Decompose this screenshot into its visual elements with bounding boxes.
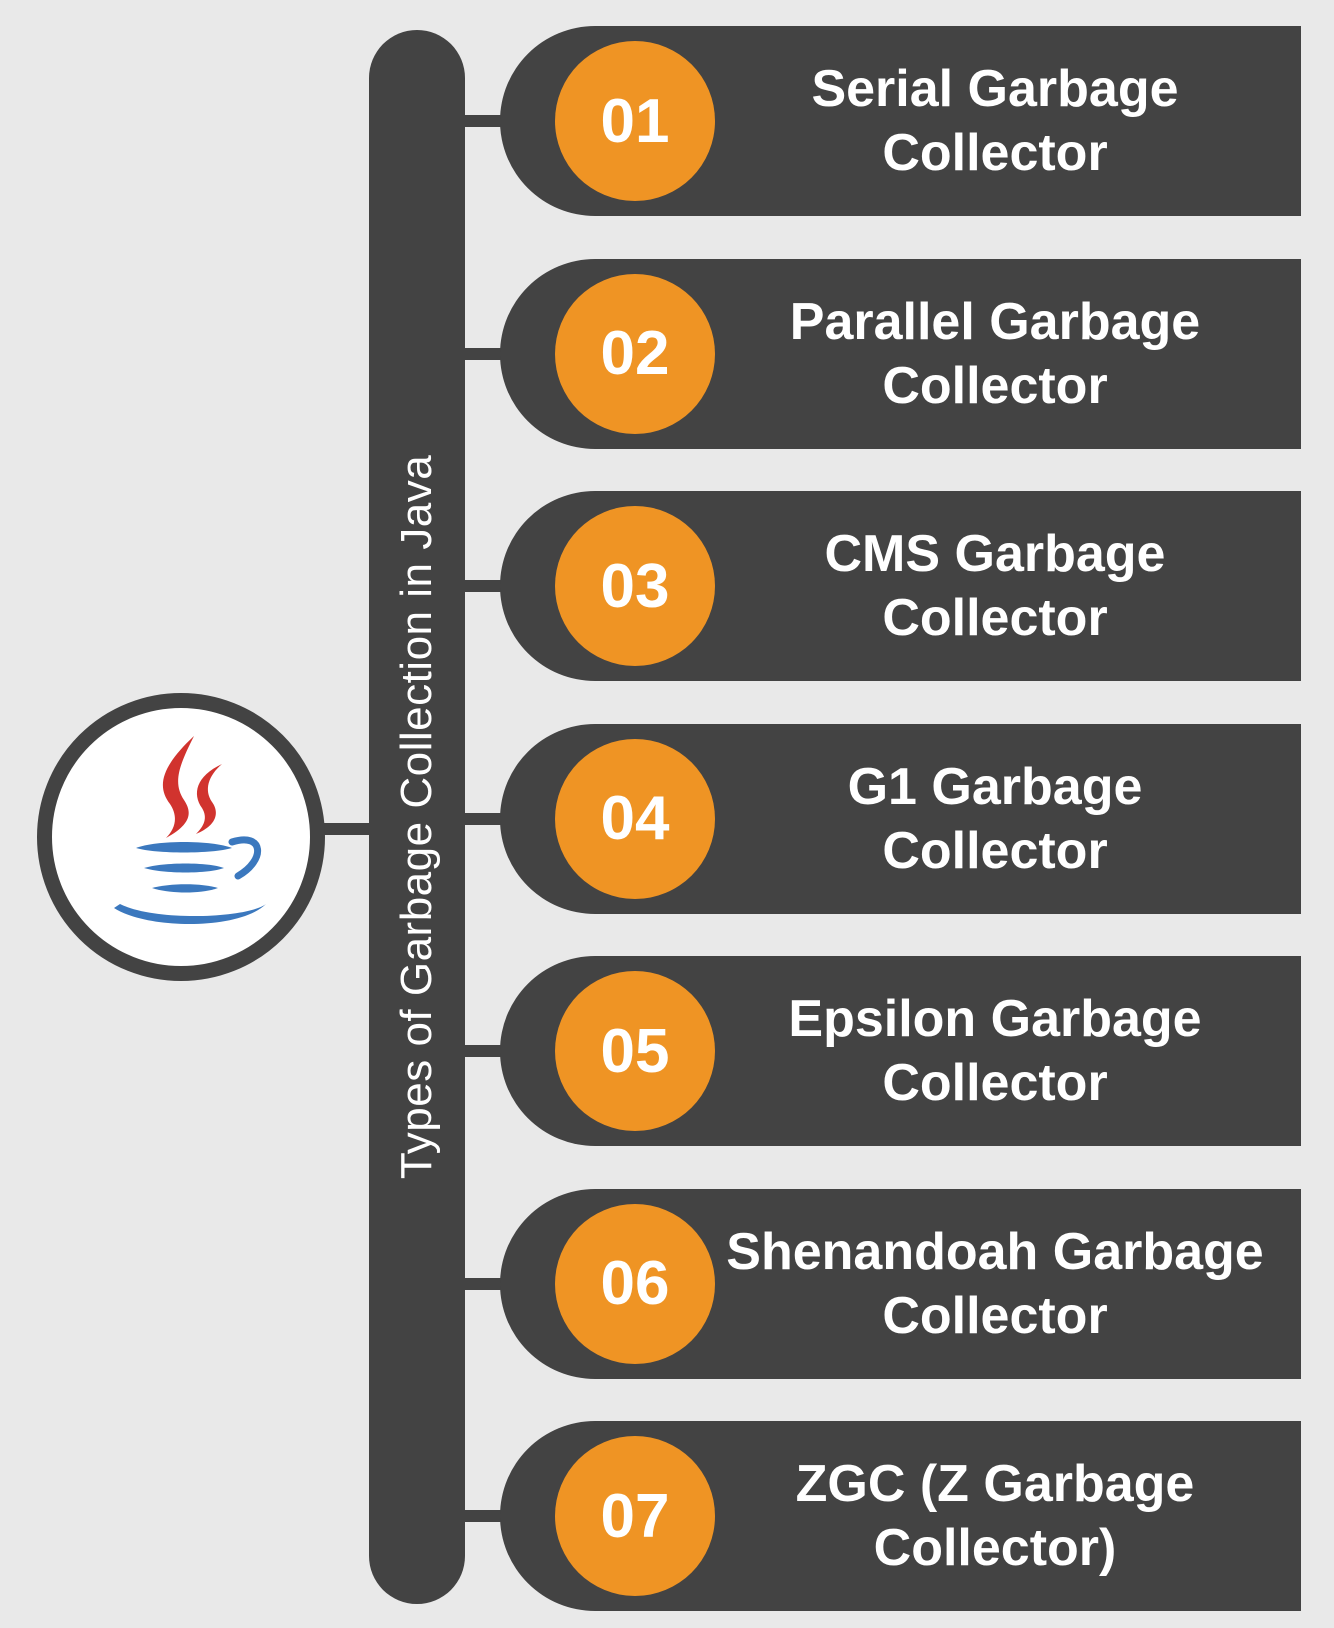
item-label-line-1: ZGC (Z Garbage bbox=[795, 1455, 1195, 1513]
item-number-badge: 03 bbox=[555, 506, 715, 666]
item-label-line-2: Collector bbox=[882, 356, 1108, 415]
java-coffee-cup-icon bbox=[114, 736, 266, 925]
item-connector bbox=[460, 580, 510, 592]
item-label-line-1: Serial Garbage bbox=[811, 60, 1179, 118]
item-connector bbox=[460, 1045, 510, 1057]
item-label-line-1: CMS Garbage bbox=[824, 525, 1166, 583]
logo-connector bbox=[318, 823, 374, 835]
item-label-line-2: Collector bbox=[882, 589, 1108, 647]
item-number-badge: 07 bbox=[555, 1436, 715, 1596]
diagram-title: Types of Garbage Collection in Java bbox=[392, 454, 441, 1180]
item-connector bbox=[460, 115, 510, 127]
item-connector bbox=[460, 1277, 510, 1290]
vertical-spine bbox=[369, 30, 465, 1604]
java-logo-badge bbox=[37, 693, 325, 981]
item-label-line-2: Collector) bbox=[873, 1519, 1117, 1577]
item-label-line-2: Collector bbox=[882, 821, 1108, 880]
item-connector bbox=[460, 347, 510, 360]
item-number-badge: 01 bbox=[555, 41, 715, 201]
item-label-line-2: Collector bbox=[882, 124, 1108, 182]
item-number-badge: 05 bbox=[555, 971, 715, 1131]
item-connector bbox=[460, 1510, 510, 1522]
item-label-line-1: Epsilon Garbage bbox=[788, 990, 1202, 1048]
item-label-line-1: G1 Garbage bbox=[847, 757, 1143, 816]
item-label-line-2: Collector bbox=[882, 1286, 1108, 1345]
item-number-badge: 04 bbox=[555, 738, 715, 899]
item-label-line-1: Parallel Garbage bbox=[789, 292, 1201, 351]
item-connector bbox=[460, 812, 510, 825]
item-number-badge: 06 bbox=[555, 1203, 715, 1364]
item-label-line-1: Shenandoah Garbage bbox=[726, 1222, 1264, 1281]
item-number-badge: 02 bbox=[555, 273, 715, 434]
item-label-line-2: Collector bbox=[882, 1054, 1108, 1112]
